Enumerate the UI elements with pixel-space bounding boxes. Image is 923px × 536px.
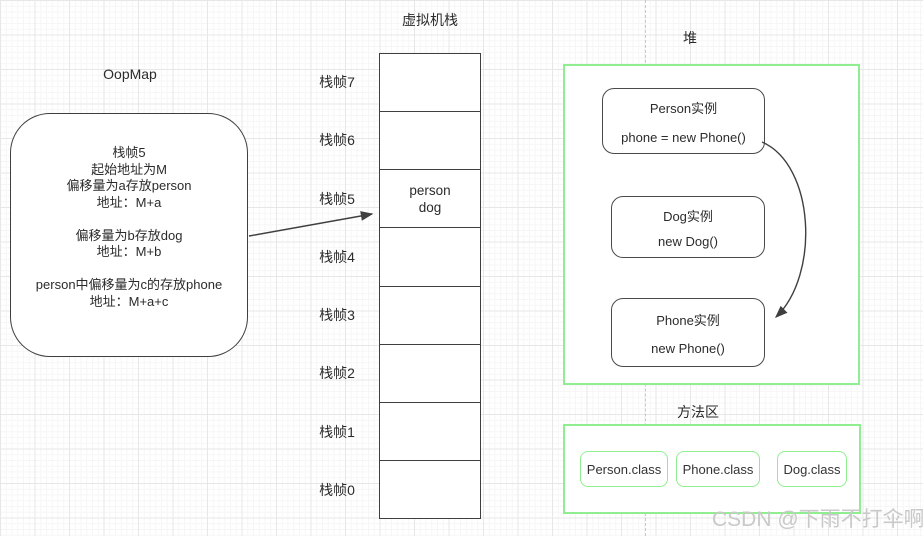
stack-frame-label: 栈帧6 [319, 132, 355, 149]
stack-frame-label: 栈帧7 [319, 74, 355, 91]
oopmap-note-box: 栈帧5 起始地址为M 偏移量为a存放person 地址：M+a 偏移量为b存放d… [10, 113, 248, 357]
phone-instance-box: Phone实例 new Phone() [611, 298, 765, 367]
stack-cell-value: dog [418, 199, 442, 215]
stack-frame-label: 栈帧4 [319, 248, 355, 265]
stack-frame-labels: 栈帧7 栈帧6 栈帧5 栈帧4 栈帧3 栈帧2 栈帧1 栈帧0 [304, 53, 370, 519]
stack-frame-label: 栈帧3 [319, 307, 355, 324]
stack-frame-label: 栈帧2 [319, 365, 355, 382]
stack-cell-value: person [409, 182, 451, 198]
stack-frame-cell [380, 403, 480, 461]
stack-frame-cell: person dog [380, 170, 480, 229]
stack-frame-cell [380, 54, 480, 113]
note-line [11, 261, 247, 278]
person-instance-body: phone = new Phone() [621, 129, 746, 145]
note-line: 地址：M+b [96, 244, 162, 259]
phone-instance-title: Phone实例 [656, 312, 720, 328]
person-instance-box: Person实例 phone = new Phone() [602, 88, 765, 154]
note-line: person中偏移量为c的存放phone [35, 277, 223, 292]
watermark: CSDN @下雨不打伞啊 [712, 508, 923, 531]
oopmap-note-text: 栈帧5 起始地址为M 偏移量为a存放person 地址：M+a 偏移量为b存放d… [11, 114, 247, 310]
dog-instance-title: Dog实例 [663, 208, 713, 224]
dog-instance-box: Dog实例 new Dog() [611, 196, 765, 258]
heap-title: 堆 [683, 30, 697, 46]
note-line [11, 211, 247, 228]
stack-frame-cell [380, 287, 480, 345]
note-line: 地址：M+a+c [89, 293, 169, 309]
dog-class-chip: Dog.class [777, 451, 847, 487]
vm-stack-box: person dog [379, 53, 481, 519]
note-line: 地址：M+a [96, 194, 162, 210]
dog-instance-body: new Dog() [658, 233, 718, 249]
phone-class-chip: Phone.class [676, 451, 760, 487]
note-line: 偏移量为b存放dog [75, 227, 183, 243]
method-area-title: 方法区 [677, 404, 719, 420]
phone-instance-body: new Phone() [651, 340, 725, 356]
stack-frame-cell [380, 345, 480, 403]
note-line: 偏移量为a存放person [66, 178, 192, 193]
vm-stack-title: 虚拟机栈 [402, 12, 458, 28]
stack-frame-cell [380, 112, 480, 171]
oopmap-title: OopMap [103, 66, 157, 82]
note-line: 栈帧5 [112, 145, 146, 160]
person-instance-title: Person实例 [649, 100, 718, 116]
person-class-chip: Person.class [580, 451, 668, 487]
stack-frame-label: 栈帧5 [319, 190, 355, 207]
stack-frame-label: 栈帧0 [319, 481, 355, 498]
stack-frame-label: 栈帧1 [319, 423, 355, 440]
note-line: 起始地址为M [91, 161, 167, 177]
stack-frame-cell [380, 461, 480, 518]
stack-frame-cell [380, 228, 480, 287]
